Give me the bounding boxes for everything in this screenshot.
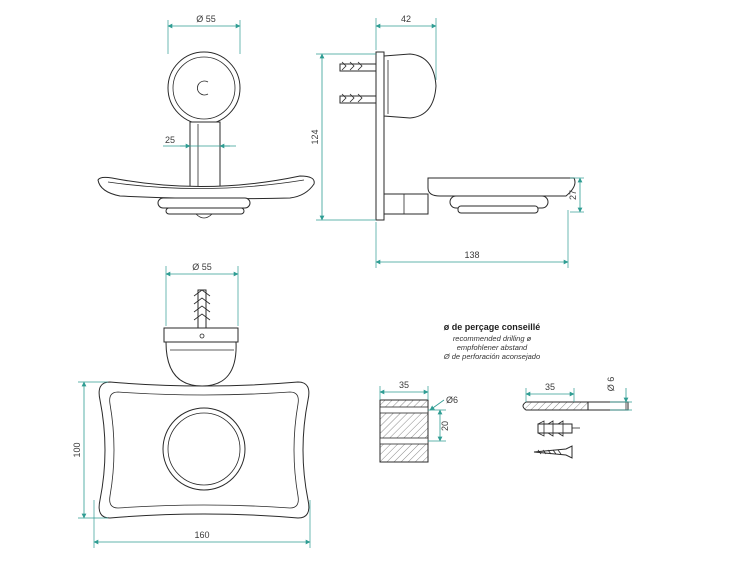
side-dim-depth: 42 <box>375 14 437 80</box>
length-label: 138 <box>464 250 479 260</box>
depth-label: 42 <box>401 14 411 24</box>
soap-dish-side <box>427 177 576 197</box>
wall-section <box>379 399 429 463</box>
side-dim-dish-height: 27 <box>568 177 584 213</box>
top-view <box>98 289 310 519</box>
side-dim-length: 138 <box>375 210 569 268</box>
wall-dim-depth: 35 <box>379 380 429 400</box>
top-dim-height: 100 <box>72 381 108 519</box>
top-height-label: 100 <box>72 442 82 457</box>
wall-plug-detail <box>537 420 580 437</box>
top-dome <box>165 341 237 387</box>
stem-width-label: 25 <box>165 135 175 145</box>
drill-diameter-label: Ø 6 <box>606 377 616 392</box>
top-diameter-label: Ø 55 <box>192 262 212 272</box>
drilling-note-title: ø de perçage conseillé <box>444 322 541 332</box>
top-wall-plug <box>193 289 211 329</box>
drilling-note-line-es: Ø de perforación aconsejado <box>443 352 540 361</box>
drilling-note-line-de: empfohlener abstand <box>457 343 528 352</box>
side-dim-height: 124 <box>310 53 376 221</box>
dish-drain-ring <box>162 407 246 491</box>
soap-dish-front <box>97 175 315 200</box>
height-label: 124 <box>310 129 320 144</box>
hole-diameter-label: Ø6 <box>446 395 458 405</box>
wall-dim-hole: Ø6 <box>429 395 458 411</box>
wall-plate <box>375 51 385 221</box>
dome-cap <box>383 53 437 119</box>
drill-bit-shank <box>587 401 629 411</box>
front-diameter-label: Ø 55 <box>196 14 216 24</box>
top-dim-width: 160 <box>93 500 311 548</box>
wall-plug-upper <box>339 61 377 72</box>
wall-plug-lower <box>339 93 377 104</box>
drill-dim-diameter: Ø 6 <box>606 377 632 411</box>
drill-bit-flutes <box>522 401 589 411</box>
top-width-label: 160 <box>194 530 209 540</box>
spacing-label: 20 <box>440 421 450 431</box>
support-stem <box>189 121 221 193</box>
top-wall-plate <box>163 327 239 343</box>
front-view <box>97 51 315 219</box>
screw-detail <box>533 445 573 459</box>
wall-depth-label: 35 <box>399 380 409 390</box>
drilling-note-line-en: recommended drilling ø <box>453 334 532 343</box>
support-arm <box>383 193 429 215</box>
wall-disc <box>167 51 241 125</box>
drill-hole-upper <box>379 406 429 414</box>
side-view <box>339 51 576 221</box>
drill-length-label: 35 <box>545 382 555 392</box>
wall-dim-spacing: 20 <box>428 409 450 442</box>
drill-hole-lower <box>379 437 429 445</box>
drill-bit-group <box>522 401 629 411</box>
dish-height-label: 27 <box>568 190 578 200</box>
drill-dim-length: 35 <box>525 382 575 402</box>
front-dim-stem: 25 <box>163 135 236 149</box>
front-dim-diameter: Ø 55 <box>167 14 241 54</box>
top-dim-diameter: Ø 55 <box>165 262 239 326</box>
drilling-note: ø de perçage conseillé recommended drill… <box>443 322 540 361</box>
